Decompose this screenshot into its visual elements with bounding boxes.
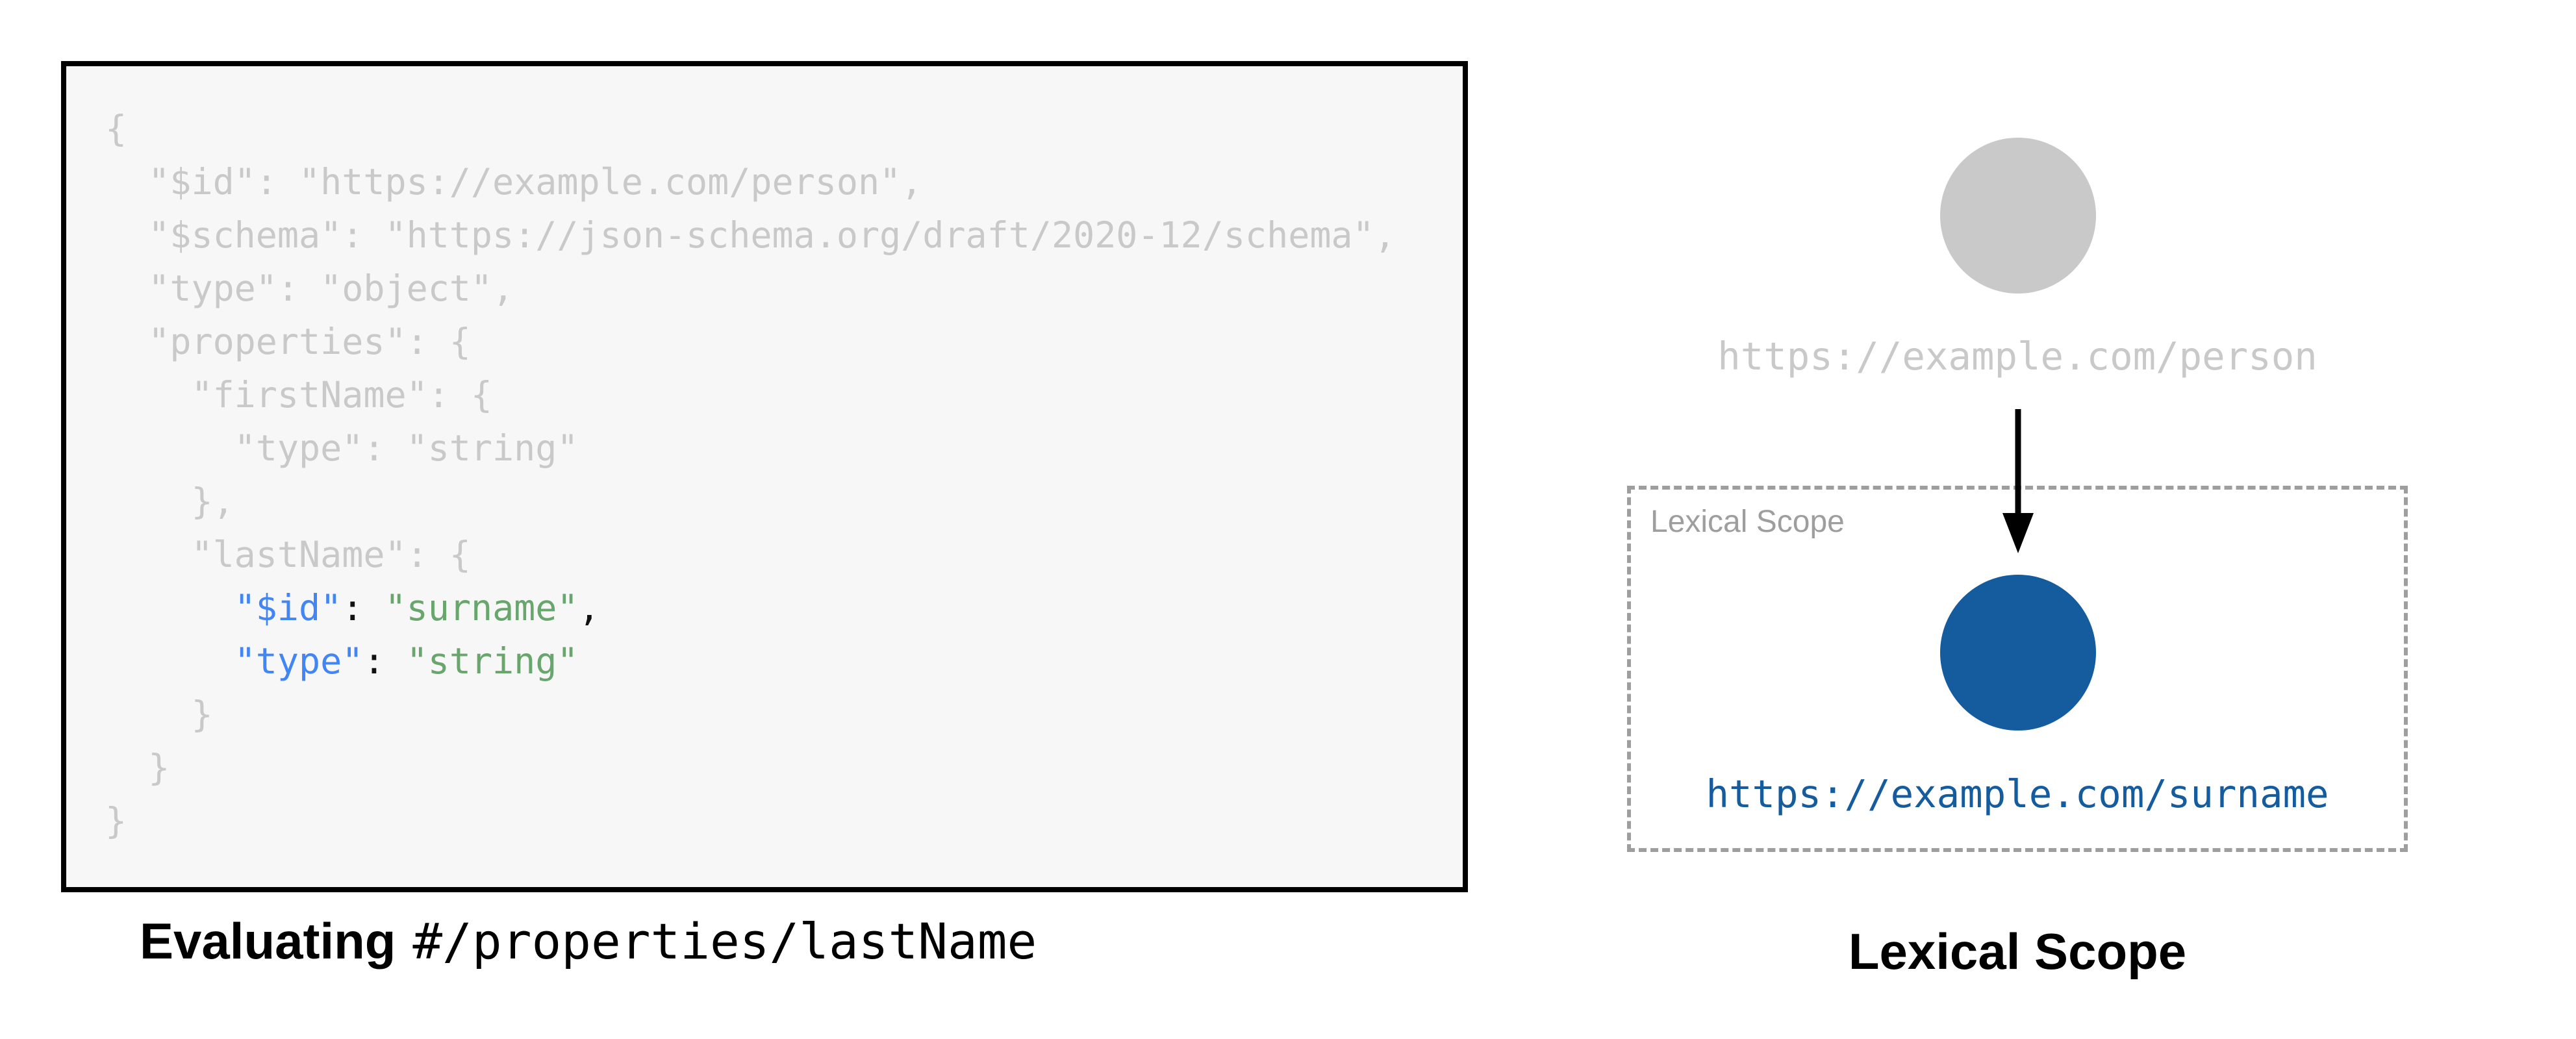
surname-uri-label: https://example.com/surname: [1706, 771, 2329, 816]
code-line: "type": "string": [234, 640, 579, 682]
code-line: "$id": "surname",: [234, 587, 600, 629]
code-line: "type": "string": [105, 427, 579, 469]
lexical-scope-box-label: Lexical Scope: [1650, 505, 1845, 539]
code-line: "$schema": "https://json-schema.org/draf…: [105, 214, 1396, 256]
code-listing: { "$id": "https://example.com/person", "…: [66, 66, 1463, 847]
person-schema-node: [1940, 138, 2096, 294]
code-line: "lastName": {: [105, 534, 471, 575]
code-line: "firstName": {: [105, 374, 493, 416]
left-caption: Evaluating #/properties/lastName: [140, 912, 1037, 971]
root-uri-label: https://example.com/person: [1717, 334, 2317, 379]
surname-schema-node: [1940, 575, 2096, 731]
code-line: }: [105, 800, 127, 842]
left-caption-json-pointer: #/properties/lastName: [412, 912, 1037, 970]
code-line: {: [105, 108, 127, 149]
code-line: "$id": "https://example.com/person",: [105, 161, 923, 203]
code-line: }: [105, 747, 170, 788]
right-caption: Lexical Scope: [1848, 923, 2187, 980]
code-line: "properties": {: [105, 321, 471, 362]
json-schema-code-block: { "$id": "https://example.com/person", "…: [61, 61, 1468, 892]
arrow-down-icon: [2002, 409, 2034, 553]
left-caption-bold: Evaluating: [140, 912, 396, 970]
code-line: "type": "object",: [105, 268, 514, 309]
code-line: }: [105, 694, 213, 735]
code-line: },: [105, 481, 234, 522]
